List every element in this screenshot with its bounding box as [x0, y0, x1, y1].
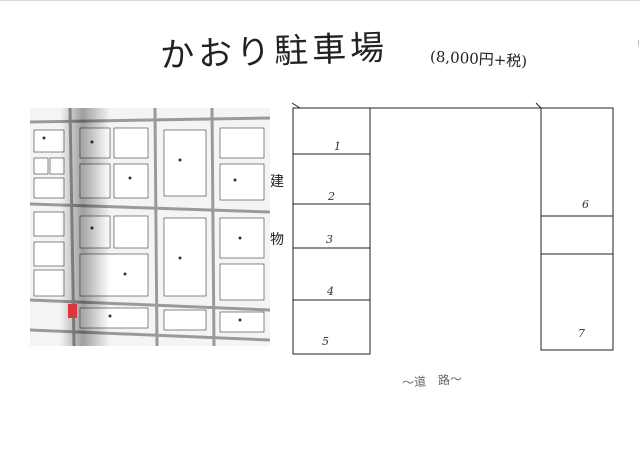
parking-space-7 [540, 253, 614, 351]
plan-corner-tick [535, 102, 542, 109]
price-note: (8,000円+税) [429, 47, 528, 71]
lot-number-6: 6 [582, 198, 589, 211]
building-label-1: 建 [270, 174, 284, 190]
location-marker [68, 304, 77, 318]
lot-number-1: 1 [334, 140, 341, 153]
parking-space-1 [292, 107, 371, 155]
page-title: かおり駐車場 [159, 28, 389, 76]
parking-space-6 [540, 107, 614, 217]
road-label: 〜道 路〜 [401, 371, 463, 391]
lot-number-4: 4 [327, 285, 334, 298]
plan-corner-tick [291, 102, 301, 109]
parking-space-blank [540, 215, 614, 255]
lot-number-3: 3 [326, 233, 333, 246]
parking-space-5 [292, 299, 371, 355]
lot-number-5: 5 [322, 335, 329, 348]
page-edge [0, 0, 640, 1]
lot-number-7: 7 [578, 327, 585, 340]
area-map [30, 108, 270, 346]
page-edge-mark [638, 40, 639, 46]
building-label-2: 物 [270, 232, 284, 248]
lot-number-2: 2 [328, 190, 335, 203]
map-fold-shadow [60, 108, 110, 346]
